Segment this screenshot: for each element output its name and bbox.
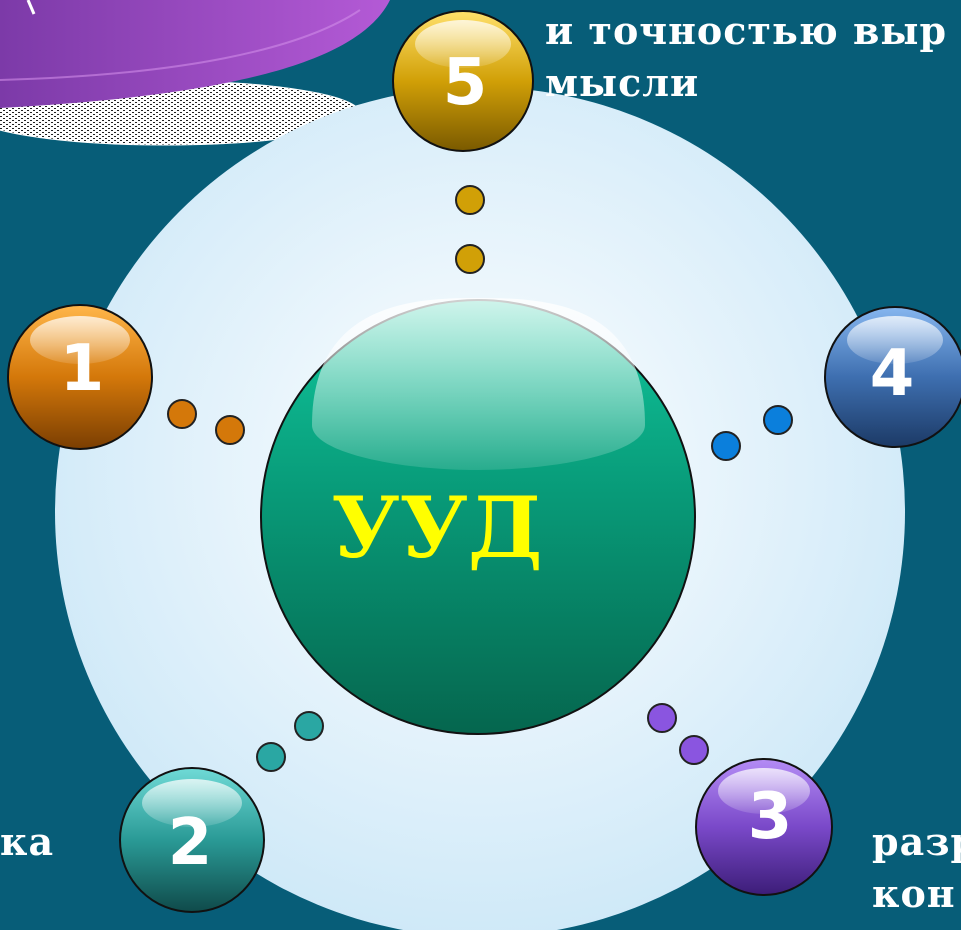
caption-top: и точностью выр мысли (545, 5, 947, 109)
connector-dot-4a (763, 405, 793, 435)
connector-dot-3a (647, 703, 677, 733)
connector-dot-2a (294, 711, 324, 741)
center-sphere: УУД (260, 298, 696, 735)
connector-dot-4b (711, 431, 741, 461)
caption-right: разр кон (872, 816, 961, 920)
connector-dot-3b (679, 735, 709, 765)
caption-left-line1: ка (0, 819, 55, 864)
node-4: 4 (824, 306, 961, 448)
caption-top-line2: мысли (545, 60, 700, 105)
caption-right-line1: разр (872, 819, 961, 864)
caption-left: ка (0, 816, 54, 868)
node-2: 2 (119, 767, 265, 913)
center-label: УУД (331, 478, 542, 577)
connector-dot-2b (256, 742, 286, 772)
caption-top-line1: и точностью выр (545, 8, 948, 53)
connector-dot-5a (455, 185, 485, 215)
node-5-number: 5 (443, 46, 488, 120)
node-1: 1 (7, 304, 153, 450)
node-5: 5 (392, 10, 534, 152)
connector-dot-1a (167, 399, 197, 429)
connector-dots (167, 185, 793, 772)
node-2-number: 2 (168, 806, 213, 880)
decor-swoosh (0, 0, 390, 146)
node-1-number: 1 (60, 332, 105, 406)
node-4-number: 4 (870, 337, 915, 411)
node-3-number: 3 (748, 780, 793, 854)
connector-dot-5b (455, 244, 485, 274)
connector-dot-1b (215, 415, 245, 445)
node-3: 3 (695, 758, 833, 896)
caption-right-line2: кон (872, 871, 956, 916)
